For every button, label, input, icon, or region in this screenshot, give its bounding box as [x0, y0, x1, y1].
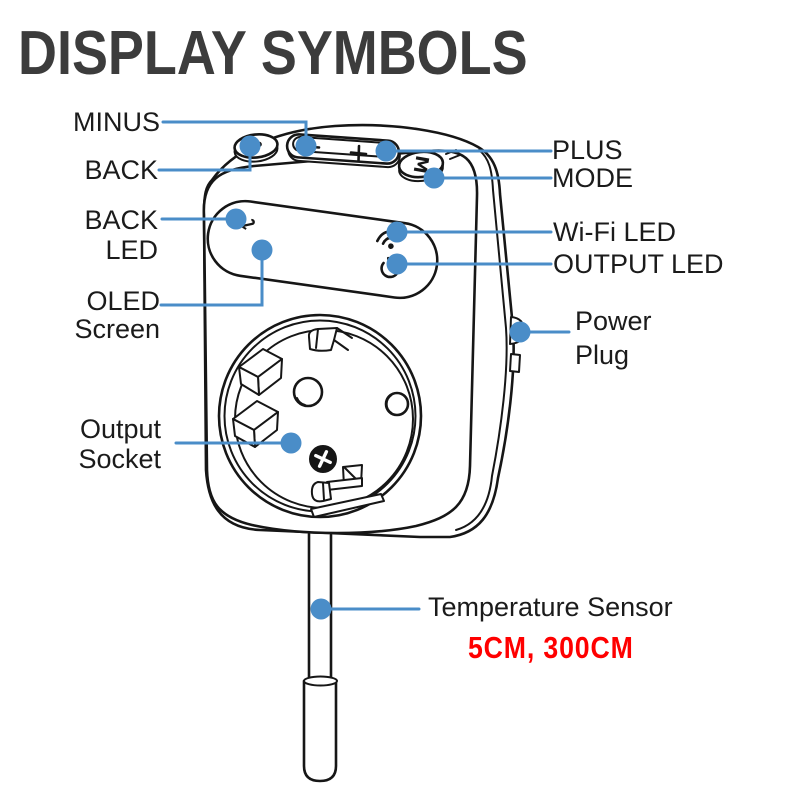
- callout-lines: [157, 120, 571, 620]
- callout-line-minus: [161, 120, 308, 144]
- output-socket: [217, 313, 423, 519]
- temperature-sensor-label: Temperature Sensor: [428, 592, 673, 622]
- oled-screen-label-line1: OLED: [86, 286, 160, 316]
- power-plug-label-line1: Power: [575, 306, 652, 336]
- wifi-led-label: Wi-Fi LED: [553, 217, 676, 247]
- oled-screen-label-line2: Screen: [74, 314, 160, 344]
- socket-left-contact-upper: [238, 348, 283, 396]
- callout-dot-minus: [295, 135, 317, 157]
- power-plug-label: Power Plug: [575, 304, 652, 372]
- oled-screen-label: OLED Screen: [28, 287, 160, 343]
- callout-dot-mode: [423, 167, 445, 189]
- mode-label: MODE: [552, 163, 633, 193]
- back-led-label: BACK LED: [28, 205, 158, 265]
- callout-line-oled: [159, 250, 264, 307]
- sensor-probe: [302, 679, 338, 783]
- callout-dot-output-socket: [280, 432, 302, 454]
- callout-dot-back-led: [225, 208, 247, 230]
- callout-dot-oled: [251, 239, 273, 261]
- page-title: DISPLAY SYMBOLS: [18, 19, 528, 88]
- socket-pin-holes: [292, 376, 410, 417]
- socket-left-contact-lower: [232, 400, 279, 448]
- socket-screw: [309, 445, 337, 473]
- callout-line-back: [157, 148, 252, 172]
- output-socket-label: Output Socket: [28, 414, 161, 474]
- device-side-depth-line: [455, 149, 508, 531]
- power-plug-label-line2: Plug: [575, 340, 630, 370]
- plus-label: PLUS: [552, 135, 623, 165]
- socket-bottom-clip: [310, 464, 385, 518]
- callout-dot-plus: [375, 140, 397, 162]
- plus-icon: [349, 144, 368, 163]
- callout-dot-wifi-led: [386, 221, 408, 243]
- sensor-length-note: 5CM, 300CM: [468, 630, 634, 665]
- output-led-label: OUTPUT LED: [553, 249, 724, 279]
- back-led-label-line2: LED: [105, 235, 158, 265]
- callout-dot-temperature: [310, 598, 332, 620]
- callout-dot-back: [239, 135, 261, 157]
- output-socket-label-line2: Socket: [78, 444, 161, 474]
- mode-m-icon: M: [409, 154, 433, 175]
- callout-dot-output-led: [386, 253, 408, 275]
- callout-dot-power-plug: [509, 321, 531, 343]
- socket-top-clip: [307, 327, 353, 352]
- back-led-label-line1: BACK: [84, 205, 158, 235]
- back-label: BACK: [84, 155, 158, 185]
- output-socket-label-line1: Output: [79, 414, 161, 444]
- temperature-sensor-cable: [302, 532, 338, 783]
- minus-label: MINUS: [73, 107, 160, 137]
